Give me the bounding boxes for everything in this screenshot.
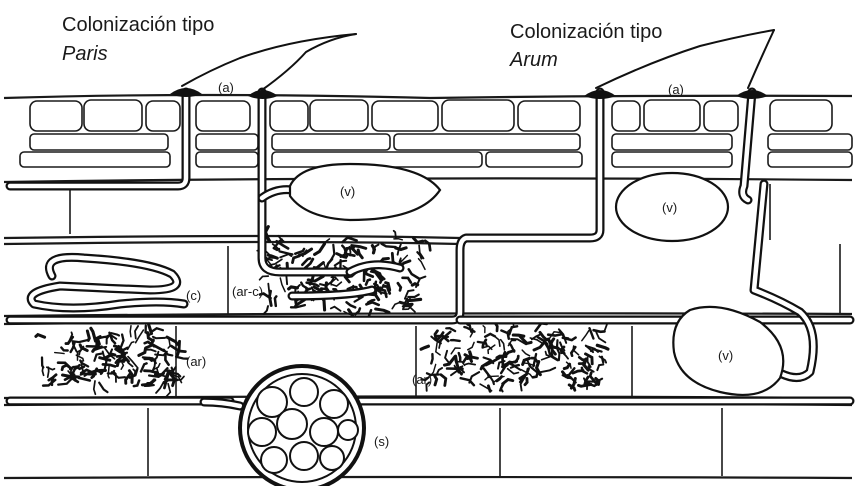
vesicle-paris [290,164,440,220]
label-v-left: (v) [340,184,355,199]
label-c: (c) [186,288,201,303]
epidermis-cells [4,95,852,167]
label-s: (s) [374,434,389,449]
arbuscule-ar-mid [421,319,608,391]
label-a-right: (a) [668,82,684,97]
spore-globule [261,447,287,473]
spore [204,366,364,486]
label-a-left: (a) [218,80,234,95]
spore-globule [277,409,307,439]
label-ar-mid: (ar) [412,372,432,387]
spore-globule [338,420,358,440]
spore-globule [320,446,344,470]
spore-globule [248,418,276,446]
label-v-right-top: (v) [662,200,677,215]
spore-globule [290,442,318,470]
arbuscule-ar-left [36,322,188,397]
spore-globule [320,390,348,418]
hyphal-coil [31,257,184,308]
spore-globule [290,378,318,406]
spore-globule [310,418,338,446]
label-ar-c: (ar-c) [232,284,263,299]
label-v-right-bottom: (v) [718,348,733,363]
label-ar-left: (ar) [186,354,206,369]
spore-globules [248,378,358,473]
